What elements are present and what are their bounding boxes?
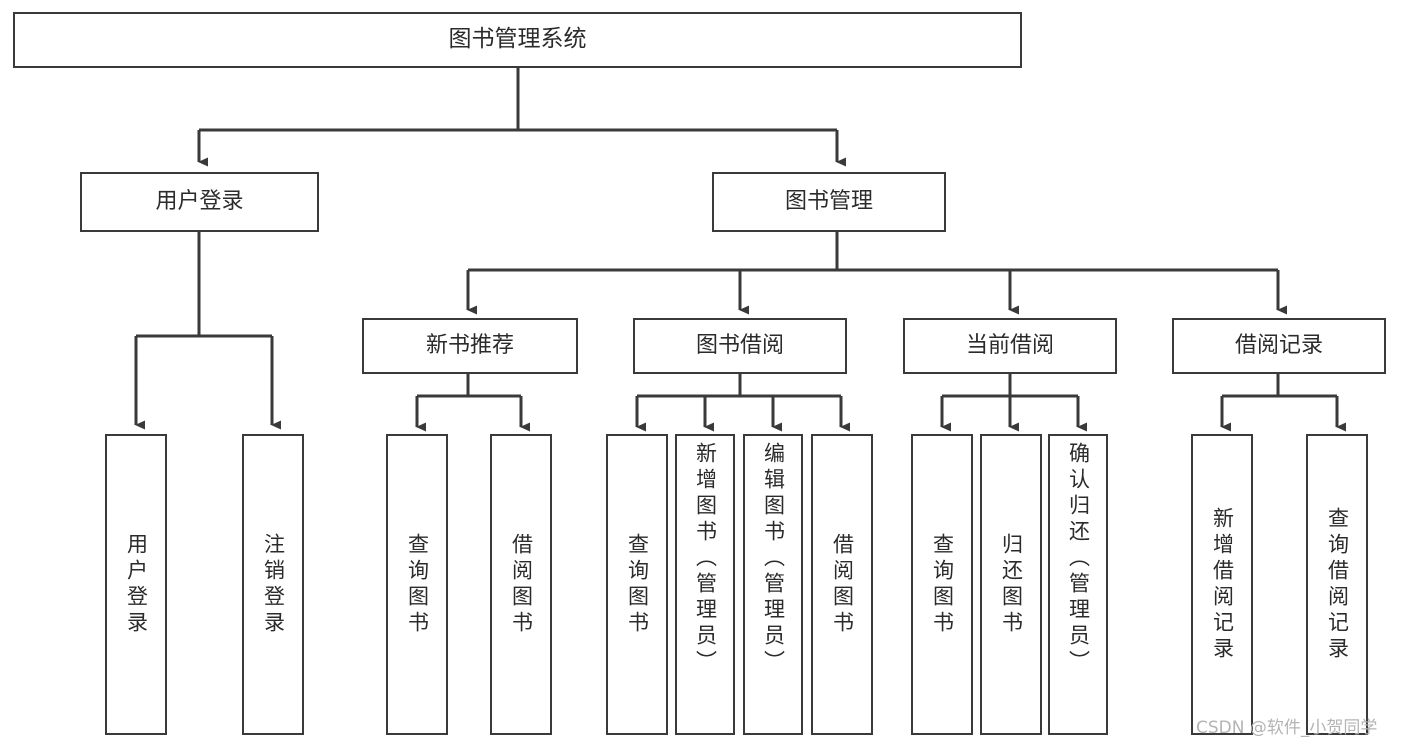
node-label: 图书管理系统	[448, 26, 587, 53]
node-label: 借阅记录	[1234, 333, 1323, 359]
leaf-user-login-signout[interactable]: 注销登录	[242, 434, 304, 735]
leaf-user-login-signin[interactable]: 用户登录	[105, 434, 167, 735]
leaf-borrow-query-book[interactable]: 查询图书	[606, 434, 668, 735]
leaf-record-add-record[interactable]: 新增借阅记录	[1191, 434, 1253, 735]
leaf-current-return-book[interactable]: 归还图书	[980, 434, 1042, 735]
node-label: 确认归还（管理员）	[1066, 442, 1091, 676]
leaf-record-query-record[interactable]: 查询借阅记录	[1306, 434, 1368, 735]
leaf-borrow-borrow-book[interactable]: 借阅图书	[811, 434, 873, 735]
node-label: 借阅图书	[509, 532, 534, 637]
node-label: 用户登录	[155, 189, 244, 215]
node-label: 查询图书	[930, 532, 955, 637]
leaf-current-confirm-return-admin[interactable]: 确认归还（管理员）	[1048, 434, 1108, 735]
leaf-recommend-query-book[interactable]: 查询图书	[386, 434, 448, 735]
node-label: 注销登录	[261, 532, 286, 637]
node-book-borrow[interactable]: 图书借阅	[633, 318, 847, 374]
node-label: 归还图书	[999, 532, 1024, 637]
node-label: 用户登录	[124, 532, 149, 637]
node-borrow-record[interactable]: 借阅记录	[1172, 318, 1386, 374]
node-current-borrow[interactable]: 当前借阅	[903, 318, 1117, 374]
node-label: 图书管理	[784, 189, 873, 215]
node-label: 新书推荐	[425, 333, 514, 359]
node-label: 借阅图书	[830, 532, 855, 637]
node-label: 查询图书	[625, 532, 650, 637]
node-label: 当前借阅	[965, 333, 1054, 359]
node-label: 查询借阅记录	[1325, 506, 1350, 663]
node-user-login[interactable]: 用户登录	[80, 172, 319, 232]
leaf-borrow-edit-book-admin[interactable]: 编辑图书（管理员）	[743, 434, 803, 735]
node-book-management[interactable]: 图书管理	[712, 172, 946, 232]
node-label: 新增图书（管理员）	[693, 442, 718, 676]
node-label: 图书借阅	[695, 333, 784, 359]
node-label: 编辑图书（管理员）	[761, 442, 786, 676]
leaf-current-query-book[interactable]: 查询图书	[911, 434, 973, 735]
watermark-text: CSDN @软件_小贺同学	[1196, 718, 1378, 738]
leaf-borrow-add-book-admin[interactable]: 新增图书（管理员）	[675, 434, 735, 735]
leaf-recommend-borrow-book[interactable]: 借阅图书	[490, 434, 552, 735]
node-label: 新增借阅记录	[1210, 506, 1235, 663]
node-root-system[interactable]: 图书管理系统	[13, 12, 1022, 68]
node-label: 查询图书	[405, 532, 430, 637]
node-new-book-recommend[interactable]: 新书推荐	[362, 318, 578, 374]
